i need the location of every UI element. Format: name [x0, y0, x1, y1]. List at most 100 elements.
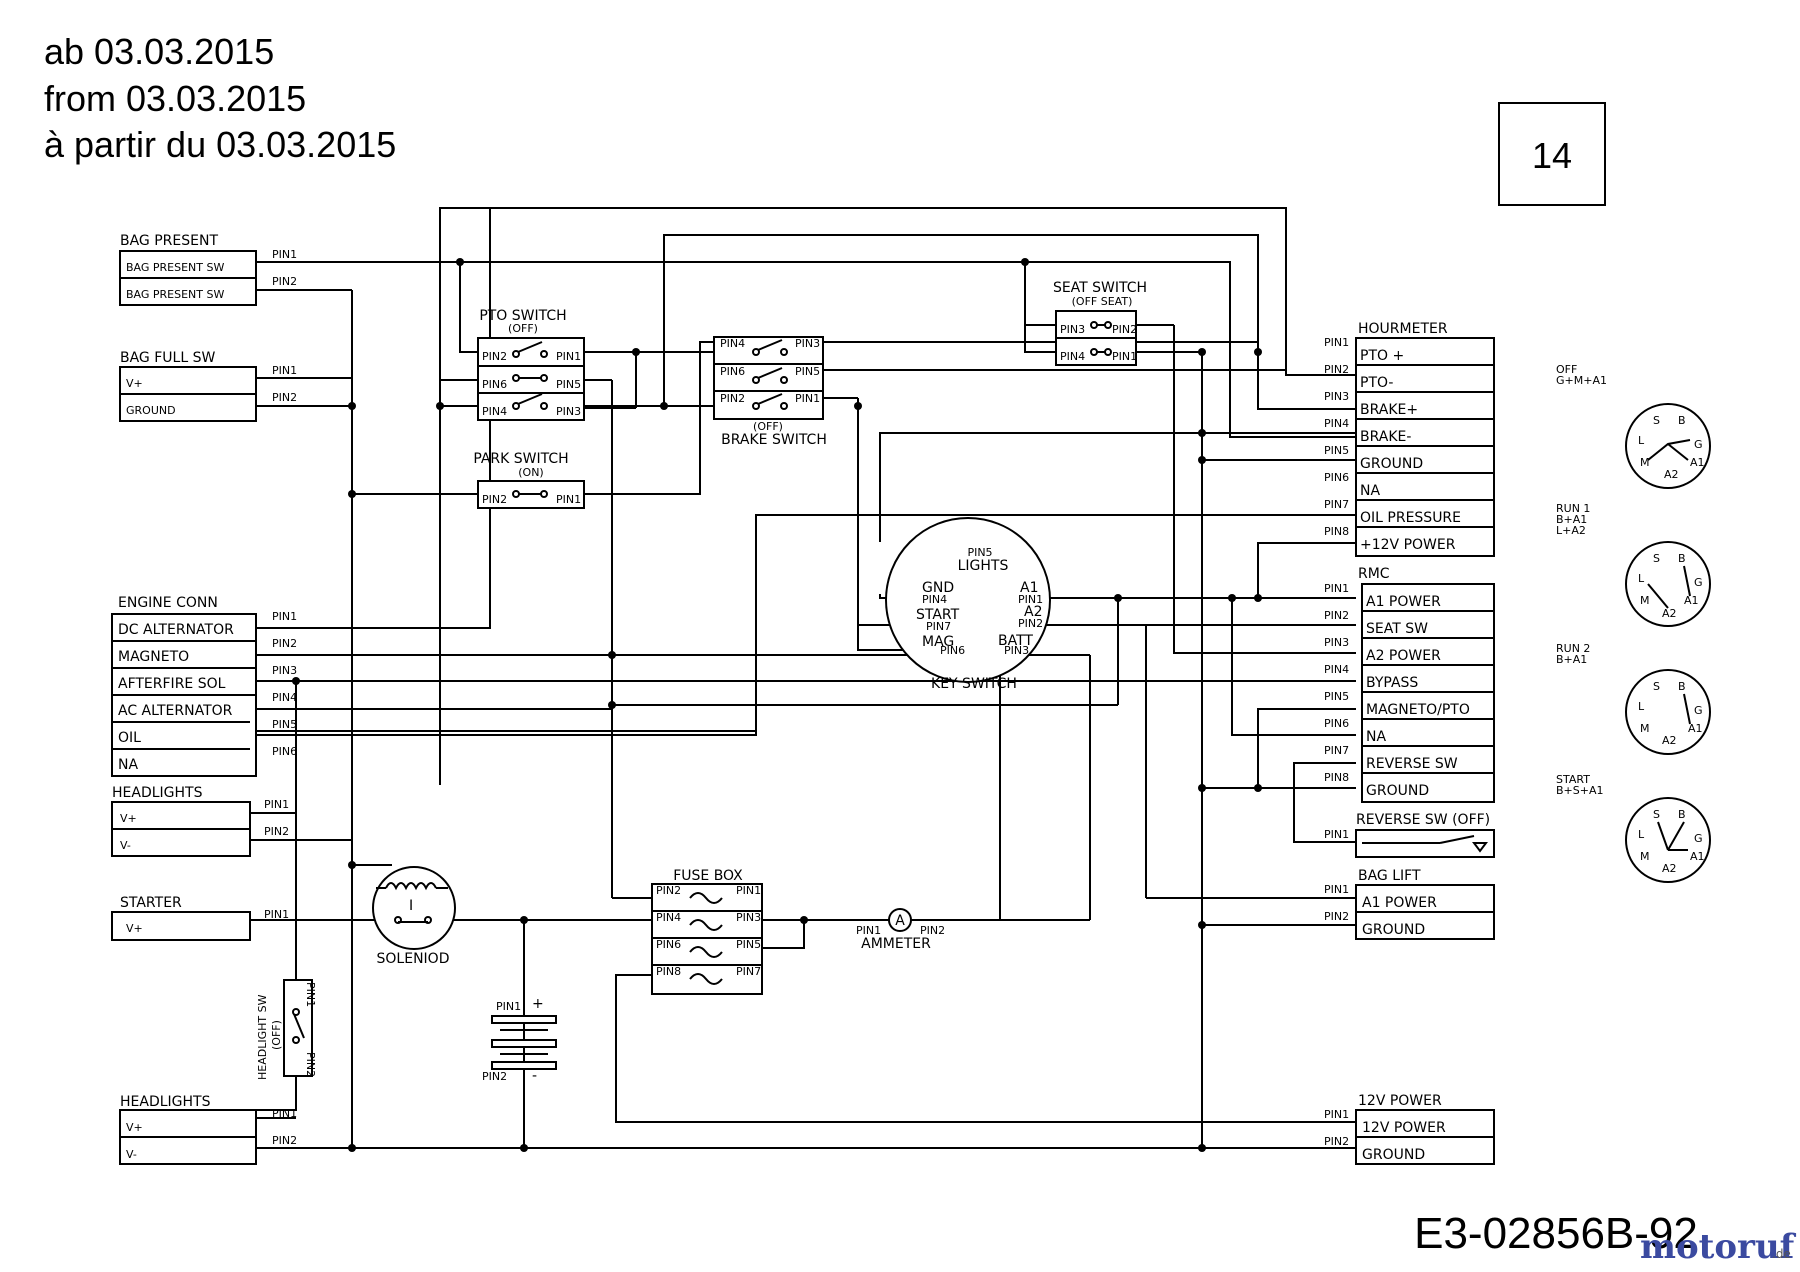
svg-text:MAG: MAG — [922, 634, 954, 650]
svg-text:PIN1: PIN1 — [1324, 828, 1349, 841]
svg-text:RUN 2: RUN 2 — [1556, 642, 1590, 655]
svg-text:M: M — [1640, 456, 1650, 469]
svg-text:PIN1: PIN1 — [1112, 350, 1137, 363]
svg-text:PIN6: PIN6 — [1324, 717, 1349, 730]
svg-text:PIN2: PIN2 — [1018, 617, 1043, 630]
brake-switch: PIN4 PIN3 PIN6 PIN5 PIN2 PIN1 (OFF) BRAK… — [713, 336, 827, 448]
svg-text:PIN1: PIN1 — [1324, 1108, 1349, 1121]
svg-text:HOURMETER: HOURMETER — [1358, 321, 1448, 337]
svg-text:PIN7: PIN7 — [926, 620, 951, 633]
key-dial-off: S B L G M A1 A2 — [1625, 403, 1711, 489]
svg-text:S: S — [1653, 808, 1660, 821]
svg-text:NA: NA — [1360, 483, 1380, 499]
pto-switch: PTO SWITCH (OFF) PIN2 PIN1 PIN6 PIN5 PIN… — [477, 308, 585, 421]
svg-text:PIN1: PIN1 — [272, 364, 297, 377]
svg-text:PIN3: PIN3 — [1324, 636, 1349, 649]
svg-text:PTO-: PTO- — [1360, 375, 1393, 391]
junction-dots — [292, 258, 1262, 1152]
svg-text:A2: A2 — [1024, 604, 1042, 620]
svg-text:B+A1: B+A1 — [1556, 653, 1587, 666]
svg-text:PIN7: PIN7 — [1324, 744, 1349, 757]
svg-text:PIN2: PIN2 — [1324, 363, 1349, 376]
svg-text:PIN4: PIN4 — [482, 405, 507, 418]
svg-text:PIN8: PIN8 — [656, 965, 681, 978]
svg-text:MAGNETO: MAGNETO — [118, 649, 189, 665]
svg-text:HEADLIGHTS: HEADLIGHTS — [120, 1094, 211, 1110]
svg-text:+: + — [532, 996, 544, 1012]
svg-text:PIN6: PIN6 — [940, 644, 965, 657]
svg-text:PIN4: PIN4 — [656, 911, 681, 924]
fuse-box: FUSE BOX PIN2 PIN1 PIN4 PIN3 PIN6 PIN5 P… — [651, 868, 763, 995]
svg-text:BAG PRESENT SW: BAG PRESENT SW — [126, 288, 224, 301]
svg-text:L: L — [1638, 434, 1645, 447]
svg-text:GROUND: GROUND — [1366, 783, 1429, 799]
svg-text:REVERSE SW (OFF): REVERSE SW (OFF) — [1356, 812, 1490, 828]
svg-text:PIN1: PIN1 — [264, 798, 289, 811]
svg-text:PIN3: PIN3 — [1060, 323, 1085, 336]
date-line-french: à partir du 03.03.2015 — [44, 124, 396, 165]
svg-text:I: I — [409, 898, 413, 914]
svg-text:NA: NA — [118, 757, 138, 773]
svg-text:PIN1: PIN1 — [264, 908, 289, 921]
svg-text:PIN1: PIN1 — [1324, 582, 1349, 595]
svg-text:PIN1: PIN1 — [272, 1107, 297, 1120]
svg-text:12V POWER: 12V POWER — [1362, 1120, 1446, 1136]
svg-text:PIN5: PIN5 — [1324, 690, 1349, 703]
svg-text:PIN2: PIN2 — [272, 1134, 297, 1147]
svg-text:BRAKE-: BRAKE- — [1360, 429, 1411, 445]
svg-text:A2: A2 — [1664, 468, 1679, 481]
svg-text:PIN3: PIN3 — [556, 405, 581, 418]
svg-text:PIN7: PIN7 — [736, 965, 761, 978]
svg-text:BAG PRESENT: BAG PRESENT — [120, 233, 218, 249]
svg-text:+12V POWER: +12V POWER — [1360, 537, 1456, 553]
svg-text:GND: GND — [922, 580, 954, 596]
svg-text:DC ALTERNATOR: DC ALTERNATOR — [118, 622, 234, 638]
svg-text:FUSE BOX: FUSE BOX — [673, 868, 743, 884]
svg-text:PIN1: PIN1 — [556, 350, 581, 363]
svg-text:V+: V+ — [126, 922, 143, 935]
svg-text:BAG LIFT: BAG LIFT — [1358, 868, 1421, 884]
svg-text:PIN1: PIN1 — [1018, 593, 1043, 606]
svg-text:A1: A1 — [1684, 594, 1699, 607]
header: ab 03.03.2015 from 03.03.2015 à partir d… — [44, 31, 1606, 206]
svg-text:PIN2: PIN2 — [656, 884, 681, 897]
svg-text:PIN1: PIN1 — [496, 1000, 521, 1013]
svg-text:PIN2: PIN2 — [272, 637, 297, 650]
svg-text:A: A — [895, 913, 905, 929]
svg-text:PIN2: PIN2 — [272, 391, 297, 404]
svg-text:HEADLIGHTS: HEADLIGHTS — [112, 785, 203, 801]
connector-reverse-switch: REVERSE SW (OFF) PIN1 — [1324, 812, 1495, 858]
svg-text:OIL: OIL — [118, 730, 141, 746]
svg-text:GROUND: GROUND — [126, 404, 176, 417]
svg-text:A1: A1 — [1020, 580, 1038, 596]
footer: E3-02856B-92 motoruf .de — [1414, 1209, 1797, 1267]
svg-text:V+: V+ — [126, 377, 143, 390]
svg-text:G: G — [1694, 704, 1703, 717]
connector-headlights-top: HEADLIGHTS V+ V- PIN1 PIN2 — [111, 785, 289, 857]
svg-text:STARTER: STARTER — [120, 895, 182, 911]
battery: PIN1 + PIN2 - — [482, 996, 557, 1084]
date-line-english: from 03.03.2015 — [44, 78, 306, 119]
svg-text:PIN1: PIN1 — [1324, 336, 1349, 349]
svg-text:A2: A2 — [1662, 734, 1677, 747]
solenoid: I SOLENIOD — [372, 866, 456, 967]
svg-text:PIN5: PIN5 — [272, 718, 297, 731]
svg-text:V+: V+ — [120, 812, 137, 825]
svg-text:NA: NA — [1366, 729, 1386, 745]
svg-text:PIN6: PIN6 — [720, 365, 745, 378]
svg-text:GROUND: GROUND — [1360, 456, 1423, 472]
svg-text:M: M — [1640, 722, 1650, 735]
svg-text:PIN2: PIN2 — [1324, 1135, 1349, 1148]
key-position-legend: OFF G+M+A1 RUN 1 B+A1 L+A2 RUN 2 B+A1 ST… — [1556, 363, 1607, 797]
svg-text:PIN8: PIN8 — [1324, 525, 1349, 538]
svg-text:PIN3: PIN3 — [795, 337, 820, 350]
svg-text:G: G — [1694, 832, 1703, 845]
svg-text:PIN2: PIN2 — [920, 924, 945, 937]
svg-text:PARK SWITCH: PARK SWITCH — [473, 451, 568, 467]
svg-text:BAG PRESENT SW: BAG PRESENT SW — [126, 261, 224, 274]
svg-text:PIN1: PIN1 — [304, 982, 317, 1007]
svg-text:PIN8: PIN8 — [1324, 771, 1349, 784]
svg-text:OIL PRESSURE: OIL PRESSURE — [1360, 510, 1461, 526]
watermark-logo: motoruf — [1640, 1227, 1797, 1267]
